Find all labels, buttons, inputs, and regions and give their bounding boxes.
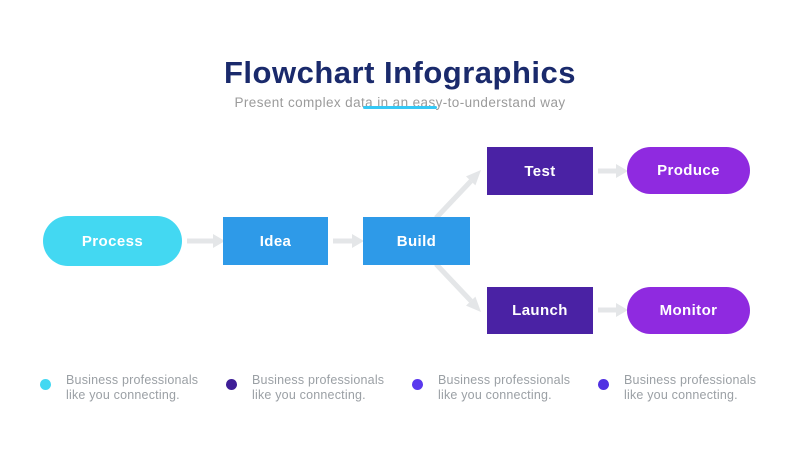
flow-node-produce: Produce (627, 147, 750, 194)
flow-node-monitor: Monitor (627, 287, 750, 334)
flow-node-launch: Launch (487, 287, 593, 334)
arrow-build-to-launch (434, 262, 481, 312)
legend-line2: like you connecting. (66, 388, 180, 402)
legend-dot-icon (598, 379, 609, 390)
legend-item: Business professionals like you connecti… (598, 373, 778, 403)
legend-dot-icon (412, 379, 423, 390)
arrow-build-to-test (434, 170, 481, 220)
legend-text: Business professionals like you connecti… (252, 373, 406, 403)
legend-dot-icon (226, 379, 237, 390)
legend-line1: Business professionals (252, 373, 385, 387)
legend-dot-icon (40, 379, 51, 390)
arrow-test-to-produce (598, 164, 628, 178)
legend-line1: Business professionals (438, 373, 571, 387)
legend-text: Business professionals like you connecti… (624, 373, 778, 403)
legend-item: Business professionals like you connecti… (412, 373, 592, 403)
flow-node-build: Build (363, 217, 470, 265)
arrow-idea-to-build (333, 234, 364, 248)
legend-line2: like you connecting. (252, 388, 366, 402)
arrow-process-to-idea (187, 234, 225, 248)
legend-text: Business professionals like you connecti… (66, 373, 220, 403)
flow-node-idea: Idea (223, 217, 328, 265)
flow-node-process: Process (43, 216, 182, 266)
subtitle-underline (363, 106, 437, 109)
legend-line2: like you connecting. (438, 388, 552, 402)
flow-node-test: Test (487, 147, 593, 195)
arrow-launch-to-monitor (598, 303, 628, 317)
legend-item: Business professionals like you connecti… (226, 373, 406, 403)
legend-item: Business professionals like you connecti… (40, 373, 220, 403)
page-subtitle: Present complex data in an easy-to-under… (234, 94, 566, 110)
page-title: Flowchart Infographics (223, 54, 577, 90)
legend-line2: like you connecting. (624, 388, 738, 402)
legend-text: Business professionals like you connecti… (438, 373, 592, 403)
legend-line1: Business professionals (66, 373, 199, 387)
legend-line1: Business professionals (624, 373, 757, 387)
